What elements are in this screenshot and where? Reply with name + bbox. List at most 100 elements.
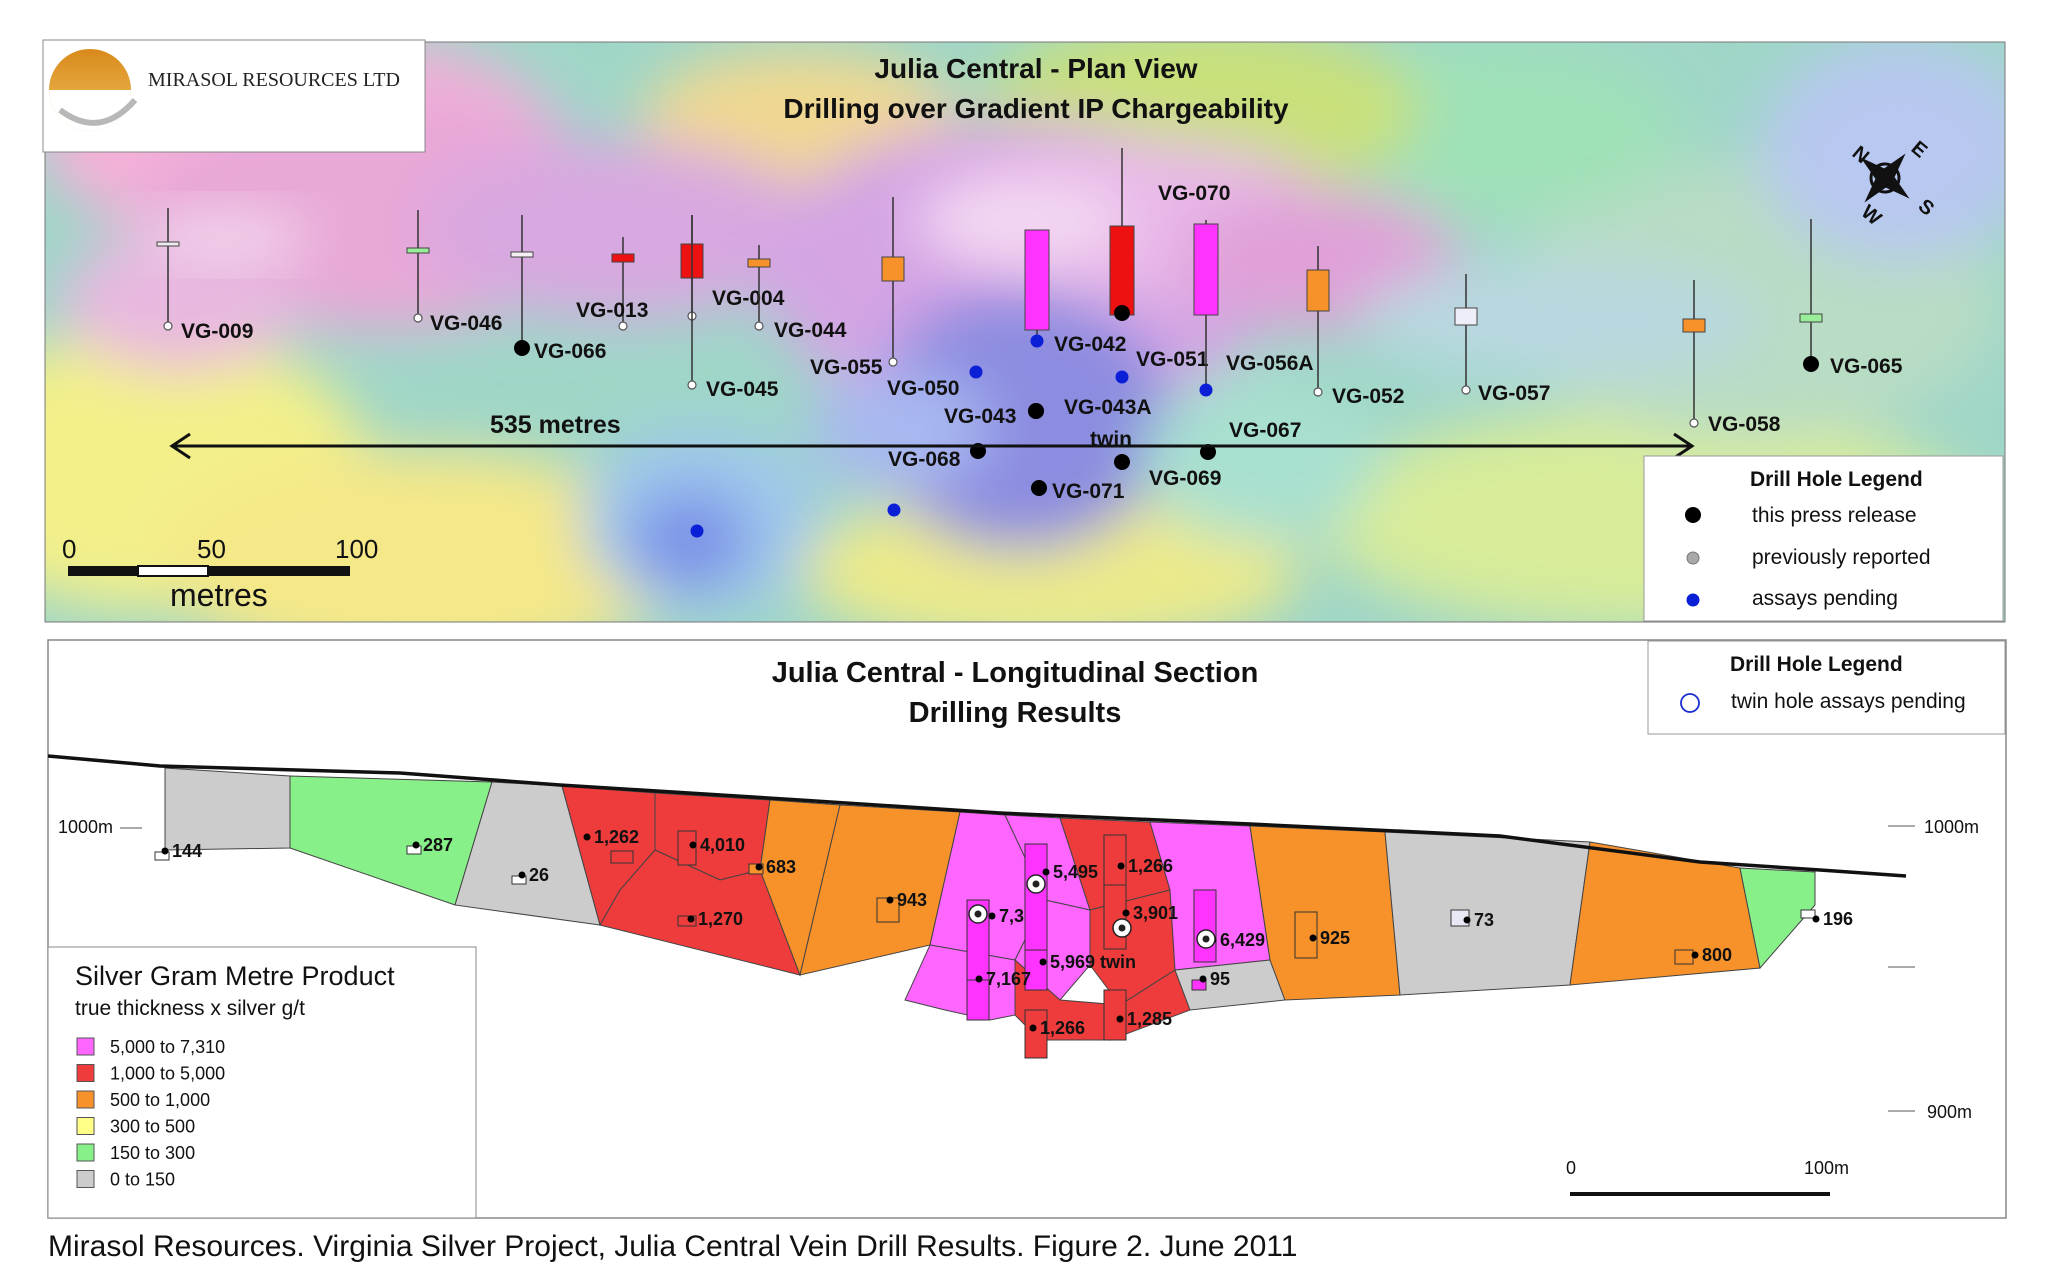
intercept-point [687,915,695,923]
intercept-point [975,975,983,983]
intercept-box [510,251,534,258]
longitudinal-section: Julia Central - Longitudinal Section Dri… [47,639,2007,1219]
elev-1000-left: 1000m [58,817,113,837]
intercept-value: 7,167 [986,969,1031,989]
grade-swatch [76,1090,95,1109]
intercept-20: 800 [1674,945,1732,965]
plan-title-line2: Drilling over Gradient IP Chargeability [783,93,1289,124]
intercept-value: 196 [1823,909,1853,929]
plan-scale-0: 0 [62,534,76,564]
intercept-bar [1103,884,1127,950]
section-scale-100: 100m [1804,1158,1849,1178]
intercept-value: 26 [529,865,549,885]
hole-label: VG-066 [534,340,606,363]
intercept-box [1024,229,1050,331]
hole-label: VG-069 [1149,467,1221,490]
intercept-15: 95 [1191,969,1230,991]
intercept-point [1029,1024,1037,1032]
plan-scale-bar [68,565,350,577]
intercept-point [1117,862,1125,870]
north-arrow-icon [1860,153,1910,203]
hole-label: VG-050 [887,377,959,400]
drill-hole-vg-071: VG-071 [1031,480,1125,503]
intercept-box [1109,225,1135,316]
drill-hole-vg-009: VG-009 [156,208,253,343]
topography-line [47,754,1907,878]
collar-marker [1031,480,1047,496]
collar-marker [1028,403,1044,419]
twin-label: twin [1090,428,1132,451]
twin-hole-center [974,910,982,918]
plan-legend-item-3: assays pending [1752,587,1898,610]
intercept-bar [1191,979,1207,991]
intercept-3: 1,262 [583,827,639,864]
intercept-value: 5,495 [1053,862,1098,882]
collar-marker [1115,370,1129,384]
hole-label: VG-065 [1830,355,1903,378]
intercept-point [1199,975,1207,983]
collar-marker [1114,454,1130,470]
collar-marker [888,357,898,367]
grade-class-label: 300 to 500 [110,1117,195,1137]
intercept-point [161,847,169,855]
intercept-box [406,247,430,254]
twin-hole-center [1032,880,1040,888]
hole-label: VG-055 [810,356,883,379]
hole-label: VG-051 [1136,348,1209,371]
intercept-point [689,841,697,849]
legend-dot-assays-pending [1686,593,1700,607]
collar-marker [1114,305,1130,321]
legend-dot-previously-reported [1686,551,1700,565]
plan-legend-item-1: this press release [1752,504,1917,527]
drill-hole-vg-065: VG-065 [1799,219,1903,378]
intercept-box [1306,269,1330,312]
collar-marker [1030,334,1044,348]
elev-900-right: 900m [1927,1102,1972,1122]
intercept-value: 943 [897,890,927,910]
hole-label: VG-058 [1708,413,1781,436]
drill-hole-vg-057: VG-057 [1454,274,1550,405]
intercept-point [1042,868,1050,876]
intercept-6: 1,270 [677,909,743,929]
hole-label: VG-071 [1052,480,1125,503]
intercept-value: 925 [1320,928,1350,948]
intercept-value: 1,285 [1127,1009,1172,1029]
intercept-point [1463,916,1471,924]
grade-class-label: 150 to 300 [110,1143,195,1163]
drill-hole-vg-066: VG-066 [510,215,606,363]
intercept-bar [677,830,697,866]
legend-dot-press-release [1685,507,1701,523]
intercept-point [412,841,420,849]
intercept-bar [1674,949,1694,965]
drill-hole-vg-052: VG-052 [1306,246,1404,408]
intercept-point [886,896,894,904]
grade-class-label: 1,000 to 5,000 [110,1064,225,1084]
intercept-box [611,253,635,263]
intercept-value: 1,266 [1128,856,1173,876]
intercept-point [1116,1015,1124,1023]
drill-hole-vg-070: VG-070 [1109,148,1230,321]
figure-caption: Mirasol Resources. Virginia Silver Proje… [48,1230,1298,1263]
twin-hole-center [1118,924,1126,932]
drill-hole-vg-042: VG-042 [1024,229,1126,356]
drill-hole-vg-067: VG-067 [1200,419,1301,460]
intercept-9: 5,495 [1024,843,1098,951]
drill-hole-vg-051: VG-051 [1115,348,1209,384]
hole-label: VG-067 [1229,419,1301,442]
hole-label: VG-046 [430,312,502,335]
grade-legend-title: Silver Gram Metre Product [75,961,395,991]
intercept-18: 925 [1294,911,1350,959]
drill-hole-vg-013: VG-013 [576,237,648,331]
section-legend [1647,640,2006,735]
hole-label: VG-056A [1226,352,1314,375]
intercept-value: 73 [1474,910,1494,930]
intercept-point [518,871,526,879]
intercept-point [1309,934,1317,942]
elev-1000-right: 1000m [1924,817,1979,837]
hole-label: VG-070 [1158,182,1230,205]
intercept-value: 683 [766,857,796,877]
intercept-point [1812,915,1820,923]
intercept-point [1122,909,1130,917]
